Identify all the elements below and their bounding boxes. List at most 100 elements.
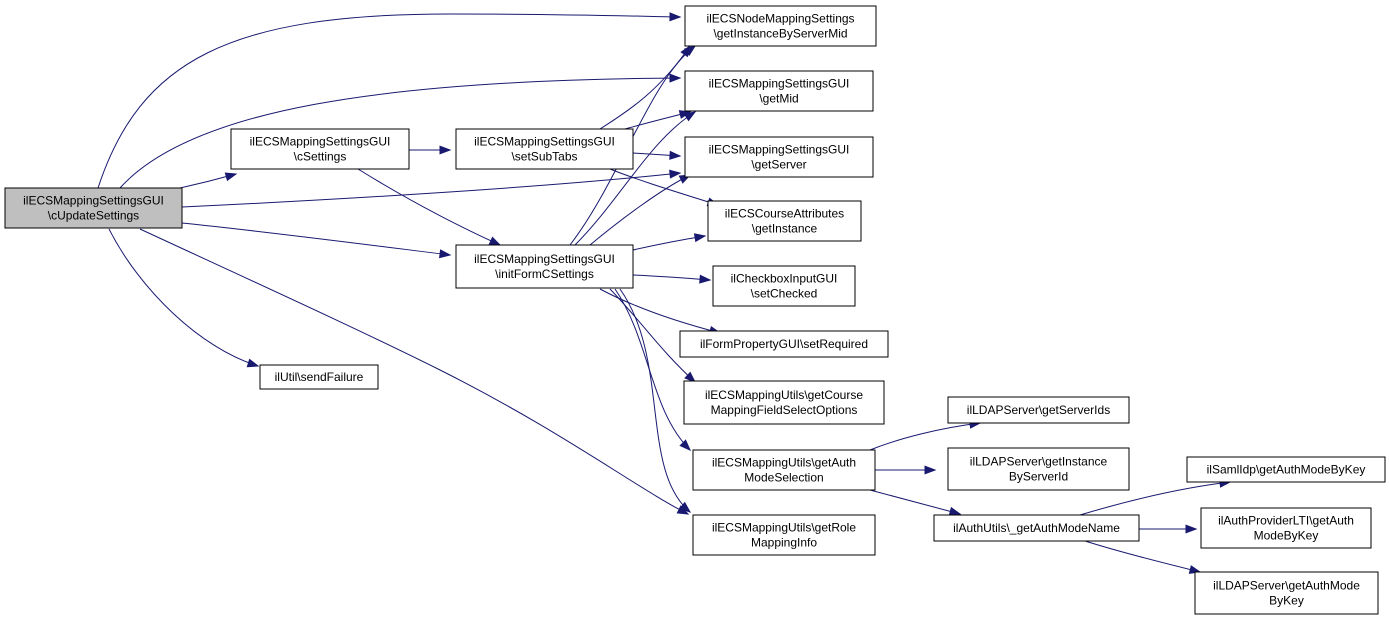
edge-line bbox=[97, 13, 681, 189]
node-authlti[interactable]: ilAuthProviderLTI\getAuthModeByKey bbox=[1200, 507, 1372, 549]
node-label-line: ilLDAPServer\getInstance bbox=[970, 455, 1108, 469]
node-box bbox=[230, 128, 410, 170]
edge-line bbox=[139, 228, 689, 515]
node-label-line: \getServer bbox=[751, 158, 806, 172]
arrowhead-icon bbox=[439, 249, 452, 259]
node-label-line: \getInstanceByServerMid bbox=[713, 27, 847, 41]
node-box bbox=[1186, 456, 1386, 483]
edge-authname-to-authlti bbox=[1139, 524, 1198, 534]
node-box bbox=[455, 244, 634, 289]
arrowhead-icon bbox=[679, 501, 692, 513]
node-label-line: ilECSMappingUtils\getAuth bbox=[712, 456, 856, 470]
arrowhead-icon bbox=[224, 172, 238, 182]
edge-line bbox=[609, 288, 696, 383]
edge-line bbox=[181, 172, 681, 208]
edge-initform-to-getmid bbox=[574, 111, 697, 246]
edge-root-to-nodemapping bbox=[97, 12, 682, 189]
node-box bbox=[1194, 571, 1379, 615]
arrowhead-icon bbox=[699, 274, 712, 284]
edge-root-to-sendfailure bbox=[108, 228, 260, 368]
node-label-line: \initFormCSettings bbox=[495, 267, 594, 281]
nodes-layer: ilECSMappingSettingsGUI\cUpdateSettingsi… bbox=[4, 5, 1386, 615]
node-label-line: ModeSelection bbox=[744, 471, 823, 485]
node-label-line: ilCheckboxInputGUI bbox=[731, 272, 838, 286]
node-checkbox[interactable]: ilCheckboxInputGUI\setChecked bbox=[712, 265, 856, 307]
node-label-line: ilECSMappingSettingsGUI bbox=[23, 194, 164, 208]
node-root[interactable]: ilECSMappingSettingsGUI\cUpdateSettings bbox=[4, 187, 183, 229]
edge-line bbox=[869, 422, 981, 451]
edge-line bbox=[609, 168, 719, 206]
edge-setsubtabs-to-nodemapping bbox=[599, 44, 691, 130]
node-label-line: \getInstance bbox=[752, 222, 818, 236]
node-label-line: ilAuthProviderLTI\getAuth bbox=[1218, 514, 1354, 528]
node-box bbox=[707, 200, 862, 242]
arrowhead-icon bbox=[488, 236, 502, 246]
node-label-line: MappingInfo bbox=[751, 536, 817, 550]
node-samlidp[interactable]: ilSamlIdp\getAuthModeByKey bbox=[1186, 456, 1386, 483]
arrowhead-icon bbox=[684, 371, 697, 383]
node-ldapids[interactable]: ilLDAPServer\getServerIds bbox=[947, 396, 1130, 424]
node-label-line: ilFormPropertyGUI\setRequired bbox=[700, 337, 868, 351]
edge-line bbox=[357, 168, 501, 246]
node-coursemapping[interactable]: ilECSMappingUtils\getCourseMappingFieldS… bbox=[683, 380, 885, 425]
edge-authmodesel-to-ldapids bbox=[869, 419, 982, 451]
node-label-line: \setChecked bbox=[751, 287, 818, 301]
node-initform[interactable]: ilECSMappingSettingsGUI\initFormCSetting… bbox=[455, 244, 634, 289]
node-courseattr[interactable]: ilECSCourseAttributes\getInstance bbox=[707, 200, 862, 242]
node-box bbox=[455, 128, 634, 170]
edge-initform-to-authmodesel bbox=[614, 288, 691, 451]
edge-initform-to-setrequired bbox=[599, 288, 722, 335]
node-nodemapping[interactable]: ilECSNodeMappingSettings\getInstanceBySe… bbox=[684, 5, 877, 47]
edge-line bbox=[589, 174, 691, 246]
node-box bbox=[684, 5, 877, 47]
edge-root-to-initform bbox=[181, 222, 452, 259]
edge-initform-to-rolemapping bbox=[619, 288, 692, 513]
arrowhead-icon bbox=[924, 465, 937, 475]
node-setrequired[interactable]: ilFormPropertyGUI\setRequired bbox=[679, 330, 889, 358]
node-label-line: ilSamlIdp\getAuthModeByKey bbox=[1207, 463, 1366, 477]
edge-line bbox=[632, 274, 711, 281]
node-label-line: ByKey bbox=[1269, 594, 1304, 608]
node-getmid[interactable]: ilECSMappingSettingsGUI\getMid bbox=[684, 70, 874, 112]
node-ldapauthmode[interactable]: ilLDAPServer\getAuthModeByKey bbox=[1194, 571, 1379, 615]
node-label-line: ilECSCourseAttributes bbox=[725, 207, 844, 221]
edge-authmodesel-to-authname bbox=[869, 489, 962, 516]
edge-line bbox=[119, 77, 681, 189]
arrowhead-icon bbox=[246, 358, 260, 368]
node-sendfailure[interactable]: ilUtil\sendFailure bbox=[259, 364, 379, 390]
node-box bbox=[4, 187, 183, 229]
edge-setsubtabs-to-getmid bbox=[624, 110, 692, 130]
arrowhead-icon bbox=[669, 169, 682, 179]
node-box bbox=[692, 514, 876, 556]
edge-line bbox=[599, 45, 691, 130]
edge-line bbox=[181, 222, 451, 256]
node-authname[interactable]: ilAuthUtils\_getAuthModeName bbox=[933, 514, 1140, 542]
edge-line bbox=[619, 288, 691, 513]
node-label-line: MappingFieldSelectOptions bbox=[711, 403, 858, 417]
node-csettings[interactable]: ilECSMappingSettingsGUI\cSettings bbox=[230, 128, 410, 170]
node-box bbox=[259, 364, 379, 390]
node-box bbox=[947, 447, 1130, 491]
node-label-line: ilECSMappingSettingsGUI bbox=[250, 135, 391, 149]
node-label-line: ilECSNodeMappingSettings bbox=[706, 12, 854, 26]
edge-initform-to-coursemapping bbox=[609, 288, 697, 383]
edge-initform-to-courseattr bbox=[632, 233, 707, 251]
node-label-line: ilECSMappingSettingsGUI bbox=[709, 77, 850, 91]
node-box bbox=[1200, 507, 1372, 549]
arrowhead-icon bbox=[683, 45, 697, 56]
arrowhead-icon bbox=[439, 145, 452, 155]
edges-layer bbox=[97, 12, 1232, 574]
node-label-line: \getMid bbox=[759, 92, 798, 106]
edge-line bbox=[869, 489, 961, 515]
node-label-line: ilLDAPServer\getServerIds bbox=[967, 403, 1110, 417]
node-box bbox=[692, 449, 876, 491]
node-getserver[interactable]: ilECSMappingSettingsGUI\getServer bbox=[684, 136, 874, 178]
arrowhead-icon bbox=[948, 506, 962, 516]
arrowhead-icon bbox=[669, 73, 682, 83]
node-setsubtabs[interactable]: ilECSMappingSettingsGUI\setSubTabs bbox=[455, 128, 634, 170]
node-box bbox=[684, 136, 874, 178]
